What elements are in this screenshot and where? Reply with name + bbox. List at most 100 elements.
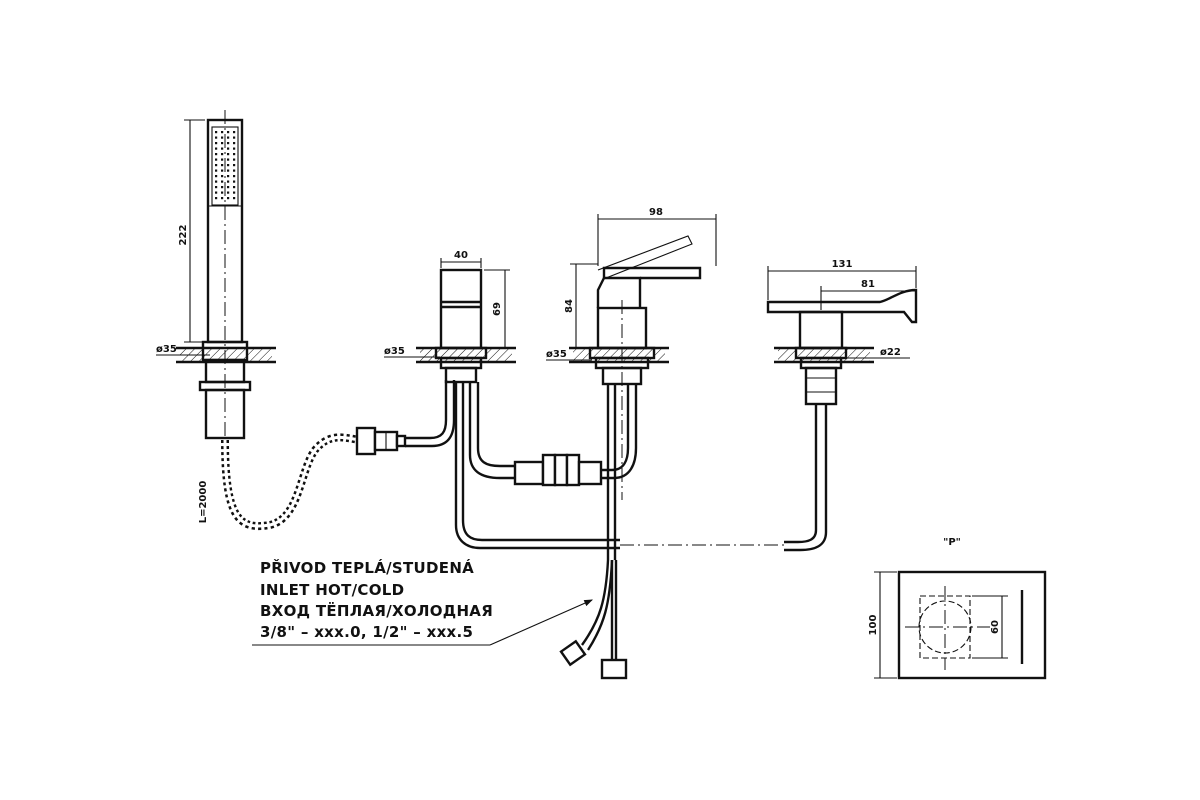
- dim-98-label: 98: [649, 207, 663, 218]
- dim-69-label: 69: [492, 302, 503, 316]
- dim-handshower-dia: ø35: [156, 344, 210, 356]
- nozzle-dot: [215, 153, 218, 156]
- dim-handshower-length: 222: [178, 119, 205, 343]
- nozzle-dot: [233, 169, 236, 172]
- nozzle-dot: [227, 164, 230, 167]
- nozzle-dot: [221, 169, 224, 172]
- nozzle-dot: [233, 158, 236, 161]
- nozzle-dot: [227, 153, 230, 156]
- nozzle-dot: [227, 136, 230, 139]
- nozzle-dot: [215, 136, 218, 139]
- nozzle-dot: [233, 197, 236, 200]
- dim-222-label: 222: [178, 225, 189, 246]
- dim-40-label: 40: [454, 250, 468, 261]
- nozzle-dot: [233, 191, 236, 194]
- dim-35-label-2: ø35: [384, 346, 405, 357]
- dim-22-label: ø22: [880, 347, 901, 358]
- nozzle-dot: [221, 191, 224, 194]
- nozzle-dot: [233, 186, 236, 189]
- inline-connector: [513, 453, 603, 487]
- nozzle-dot: [227, 186, 230, 189]
- dim-84-label: 84: [564, 299, 575, 313]
- dim-35-label-1: ø35: [156, 344, 177, 355]
- nozzle-dot: [215, 175, 218, 178]
- dim-60-label: 60: [990, 620, 1001, 634]
- nozzle-dot: [227, 169, 230, 172]
- nozzle-dot: [233, 136, 236, 139]
- nozzle-dot: [221, 197, 224, 200]
- inlet-note-line2: INLET HOT/COLD: [260, 581, 404, 599]
- diverter-pipes: [454, 382, 620, 550]
- nozzle-dot: [221, 175, 224, 178]
- nozzle-dot: [233, 131, 236, 134]
- nozzle-dot: [227, 180, 230, 183]
- nozzle-dot: [227, 175, 230, 178]
- inlet-leader-line: [252, 599, 594, 646]
- nozzle-dot: [233, 142, 236, 145]
- nozzle-dot: [233, 153, 236, 156]
- dim-mixer-height: 84: [564, 263, 598, 348]
- nozzle-dot: [215, 147, 218, 150]
- nozzle-dot: [233, 147, 236, 150]
- nozzle-dot: [221, 136, 224, 139]
- dim-spout-length: 131: [767, 259, 917, 300]
- nozzle-dot: [221, 153, 224, 156]
- nozzle-dot: [215, 169, 218, 172]
- spout-pipe: [784, 404, 828, 552]
- dim-diverter-height: 69: [484, 269, 510, 348]
- diverter-body: [434, 268, 488, 384]
- dim-100-label: 100: [868, 615, 879, 636]
- flexible-hose: L=2000: [198, 380, 456, 530]
- inlet-hoses: [559, 559, 628, 680]
- spout-body: [766, 288, 918, 406]
- nozzle-dot: [227, 158, 230, 161]
- nozzle-dot: [227, 142, 230, 145]
- nozzle-dot: [215, 131, 218, 134]
- deck-surface-1: [176, 346, 276, 364]
- nozzle-dot: [215, 186, 218, 189]
- nozzle-dot: [221, 142, 224, 145]
- deck-surface-4: [774, 346, 874, 364]
- nozzle-dot: [227, 197, 230, 200]
- dim-mixer-width: 98: [597, 207, 717, 266]
- nozzle-dot: [215, 158, 218, 161]
- dim-81-label: 81: [861, 279, 875, 290]
- dim-mixer-dia: ø35: [546, 349, 592, 361]
- dim-hose-length-label: L=2000: [198, 481, 209, 524]
- nozzle-dot: [221, 180, 224, 183]
- nozzle-dot: [215, 197, 218, 200]
- inlet-note-line4: 3/8" – xxx.0, 1/2" – xxx.5: [260, 623, 473, 641]
- dim-spout-dia: ø22: [846, 347, 910, 359]
- detail-p: "P" 100 60: [868, 537, 1047, 680]
- nozzle-dot: [227, 147, 230, 150]
- nozzle-dot: [227, 131, 230, 134]
- nozzle-dot: [221, 186, 224, 189]
- detail-p-label: "P": [943, 537, 961, 548]
- dim-diverter-width: 40: [440, 250, 482, 268]
- nozzle-dot: [215, 180, 218, 183]
- dim-35-label-3: ø35: [546, 349, 567, 360]
- dim-spout-reach: 81: [820, 279, 916, 310]
- shower-nozzles: [215, 131, 236, 200]
- nozzle-dot: [221, 131, 224, 134]
- inlet-note-line3: ВХОД ТЁПЛАЯ/ХОЛОДНАЯ: [260, 601, 493, 620]
- mixer-pipes: [601, 384, 638, 560]
- mixer-body: [588, 235, 702, 500]
- nozzle-dot: [221, 158, 224, 161]
- nozzle-dot: [233, 180, 236, 183]
- nozzle-dot: [215, 191, 218, 194]
- nozzle-dot: [233, 175, 236, 178]
- hand-shower: [198, 110, 252, 440]
- dim-diverter-dia: ø35: [384, 346, 440, 358]
- inlet-note: PŘIVOD TEPLÁ/STUDENÁ INLET HOT/COLD ВХОД…: [260, 558, 493, 641]
- nozzle-dot: [233, 164, 236, 167]
- dim-131-label: 131: [832, 259, 853, 270]
- nozzle-dot: [221, 164, 224, 167]
- nozzle-dot: [227, 191, 230, 194]
- nozzle-dot: [215, 142, 218, 145]
- nozzle-dot: [215, 164, 218, 167]
- nozzle-dot: [221, 147, 224, 150]
- inlet-note-line1: PŘIVOD TEPLÁ/STUDENÁ: [260, 558, 474, 577]
- deck-surface-2: [416, 346, 516, 364]
